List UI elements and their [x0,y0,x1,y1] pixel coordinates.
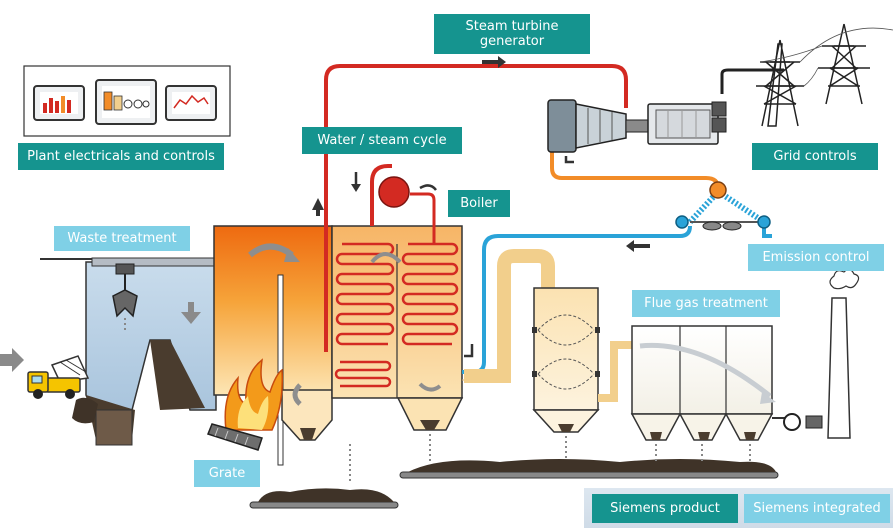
power-pylon-icon [756,23,893,127]
line-chart-monitor-icon [165,85,217,121]
pump-icon [772,413,823,431]
bar-chart-monitor-icon [33,85,85,121]
boiler-drum-icon [378,176,410,208]
water-steam-cycle-label: Water / steam cycle [302,127,462,154]
steam-turbine-label: Steam turbine generator [434,14,590,54]
process-monitor-icon [95,79,157,125]
chimney-icon [827,268,860,439]
power-line [720,68,784,94]
grid-controls-label: Grid controls [752,143,878,170]
grab-crane-icon [112,263,138,318]
grate [207,423,263,451]
scrubber-tower [532,287,600,433]
boiler-label: Boiler [448,190,510,217]
fan-icon [675,181,771,231]
flue-duct [462,249,555,383]
water-pipe [550,150,720,189]
truck-icon [27,355,90,399]
emission-control-label: Emission control [748,244,884,271]
flue-gas-treatment-label: Flue gas treatment [632,290,780,317]
furnace [213,225,333,466]
fire-icon [224,358,284,431]
steam-turbine-icon [547,99,649,153]
flow-arrows [312,56,650,358]
waste-pit [40,257,217,446]
ash-drops [72,318,751,484]
filter-units [630,325,776,441]
ash-conveyor-right [399,459,779,479]
filter-duct [598,341,632,402]
grate-label: Grate [194,460,260,487]
waste-treatment-label: Waste treatment [54,226,190,251]
down-arrow-icon [181,302,201,324]
plant-electricals-label: Plant electricals and controls [18,143,224,170]
steam-pipe [324,64,628,352]
boiler-body [331,225,464,431]
right-arrow-icon [0,348,24,372]
ash-conveyor-left [249,488,399,509]
legend-siemens-integrated: Siemens integrated [744,494,890,523]
generator-icon [647,101,727,145]
legend-siemens-product: Siemens product [592,494,738,523]
